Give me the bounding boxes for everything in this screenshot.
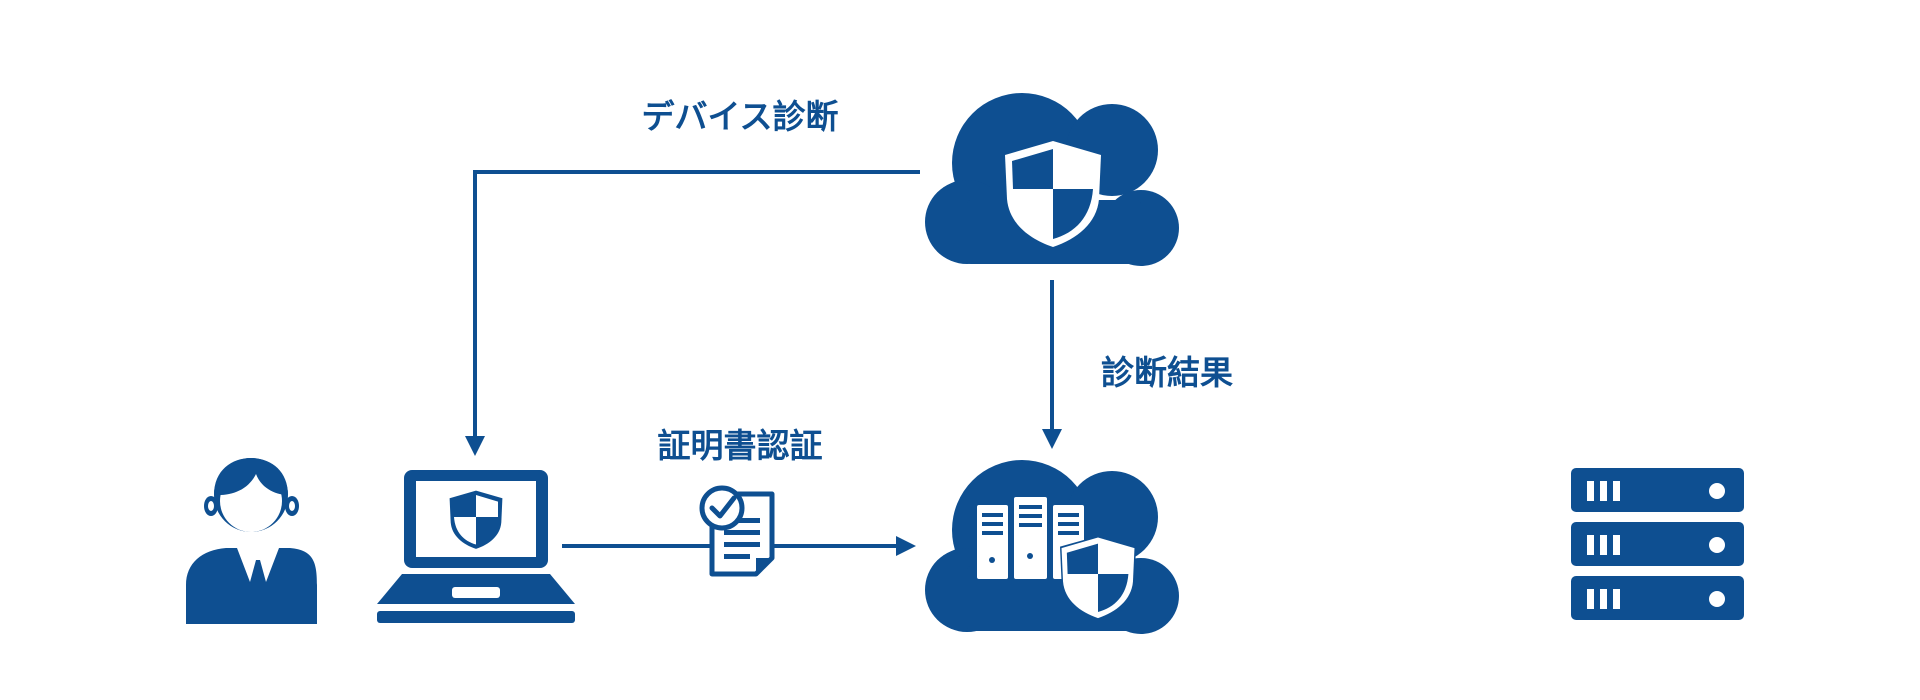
label-device-diagnosis: デバイス診断 (641, 97, 838, 136)
arrow-device-diagnosis (465, 170, 920, 456)
server-tower-icon (977, 505, 1008, 579)
certificate-icon (699, 485, 775, 577)
laptop-icon (377, 470, 575, 623)
server-unit (1571, 468, 1744, 512)
label-diagnosis-result: 診断結果 (1101, 353, 1233, 392)
server-tower-icon (1014, 497, 1047, 579)
security-cloud-icon (925, 93, 1179, 266)
label-certificate-auth: 証明書認証 (658, 426, 823, 465)
shield-icon (1060, 536, 1136, 620)
server-unit (1571, 576, 1744, 620)
user-icon (186, 458, 317, 624)
server-unit (1571, 522, 1744, 566)
server-rack-icon (1571, 468, 1744, 620)
server-cloud-icon (925, 460, 1179, 634)
shield-icon (449, 490, 503, 549)
